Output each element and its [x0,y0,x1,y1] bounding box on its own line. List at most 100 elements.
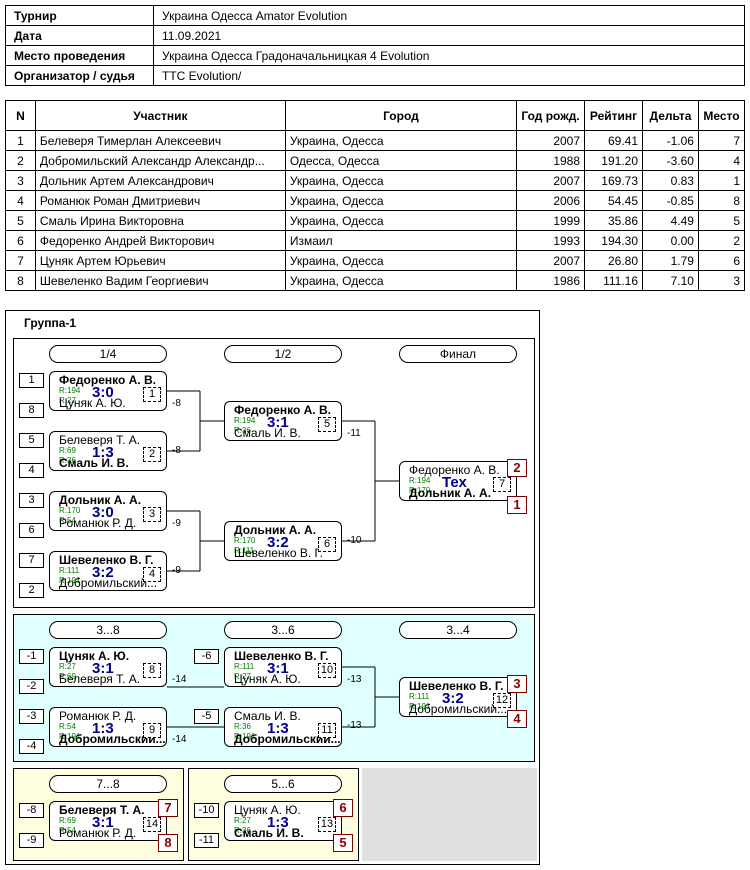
player-1-rating: R:111 [409,692,430,701]
cell-birth-year: 1988 [516,150,586,171]
match-number: 3 [143,507,161,522]
info-value: TTC Evolution/ [153,65,745,86]
cell-birth-year: 2007 [516,250,586,271]
match-number: 6 [318,537,336,552]
cell-city: Измаил [284,230,518,251]
player-1-name: Дольник А. А. [234,524,317,537]
seed-box: 7 [19,553,44,568]
seed-box: 6 [19,523,44,538]
seed-box: -2 [19,679,44,694]
cell-participant: Шевеленко Вадим Георгиевич [34,270,286,291]
cell-birth-year: 2006 [516,190,586,211]
player-2-rating: R:191 [59,576,81,585]
col-birth-year: Год рожд. [516,100,586,131]
player-1-rating: R:69 [59,446,76,455]
round-header: 3...6 [224,621,342,639]
participants-header-row: N Участник Город Год рожд. Рейтинг Дельт… [5,100,746,131]
info-key: Дата [5,25,154,46]
player-1-rating: R:69 [59,816,76,825]
place-badge: 1 [507,496,527,514]
seed-box: -6 [194,649,219,664]
place-badge: 7 [158,799,178,817]
player-2-rating: R:27 [59,396,76,405]
cell-birth-year: 1986 [516,270,586,291]
player-2-rating: R:191 [409,702,431,711]
player-1-rating: R:54 [59,722,76,731]
player-2-name: Белеверя Т. А. [59,673,141,686]
player-1-rating: R:111 [234,662,255,671]
cell-city: Украина, Одесса [284,170,518,191]
seed-box: 3 [19,493,44,508]
round-header: 3...4 [399,621,517,639]
info-key: Место проведения [5,45,154,66]
match-score: 3:2 [92,564,114,581]
loser-label: -9 [172,565,181,576]
group-title: Группа-1 [24,316,77,330]
player-2-name: Цуняк А. Ю. [234,673,301,686]
round-header: Финал [399,345,517,363]
cell-number: 2 [5,150,36,171]
match-number: 2 [143,447,161,462]
match-number: 7 [493,477,511,492]
seed-box: 8 [19,403,44,418]
place-badge: 2 [507,459,527,477]
place-badge: 3 [507,675,527,693]
cell-birth-year: 2007 [516,130,586,151]
info-value: Украина Одесса Amator Evolution [153,5,745,26]
participants-table: N Участник Город Год рожд. Рейтинг Дельт… [5,100,746,291]
col-place: Место [697,100,746,131]
player-2-name: Смаль И. В. [59,457,129,470]
player-1-name: Смаль И. В. [234,710,301,723]
cell-participant: Федоренко Андрей Викторович [34,230,286,251]
loser-label: -13 [347,674,362,685]
player-2-name: Дольник А. А. [409,487,492,500]
cell-place: 5 [697,210,746,231]
seed-box: 1 [19,373,44,388]
player-1-name: Романюк Р. Д. [59,710,137,723]
player-2-rating: R:111 [234,546,255,555]
player-2-rating: R:54 [59,516,76,525]
cell-city: Украина, Одесса [284,190,518,211]
player-2-rating: R:27 [234,672,251,681]
player-2-name: Романюк Р. Д. [59,827,137,840]
cell-city: Украина, Одесса [284,210,518,231]
player-2-name: Добромильский... [234,733,341,746]
player-1-name: Шевеленко В. Г. [59,554,154,567]
cell-participant: Цуняк Артем Юрьевич [34,250,286,271]
player-2-name: Шевеленко В. Г. [234,547,323,560]
cell-city: Украина, Одесса [284,130,518,151]
cell-place: 3 [697,270,746,291]
player-2-name: Смаль И. В. [234,427,301,440]
cell-place: 4 [697,150,746,171]
player-1-name: Федоренко А. В. [409,464,500,477]
cell-place: 1 [697,170,746,191]
cell-place: 2 [697,230,746,251]
info-key: Организатор / судья [5,65,154,86]
player-1-rating: R:170 [234,536,256,545]
cell-rating: 169.73 [584,170,643,191]
match-number: 11 [318,723,336,738]
player-2-rating: R:170 [409,486,431,495]
cell-place: 7 [697,130,746,151]
cell-number: 7 [5,250,36,271]
loser-label: -14 [172,734,187,745]
seed-box: -3 [19,709,44,724]
cell-number: 6 [5,230,36,251]
cell-city: Одесса, Одесса [284,150,518,171]
seed-box: -4 [19,739,44,754]
player-1-rating: R:194 [234,416,256,425]
